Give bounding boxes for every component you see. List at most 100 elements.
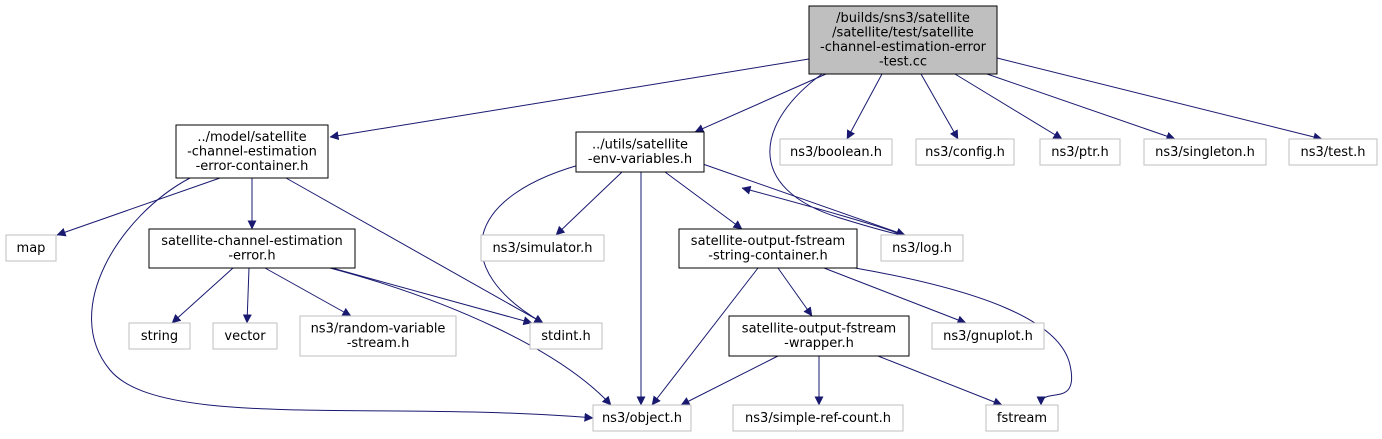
node-map: map xyxy=(5,234,57,262)
node-label-root-line-1: /satellite/test/satellite xyxy=(832,26,974,41)
node-string: string xyxy=(128,322,191,350)
edge-envvars-to-fsc xyxy=(664,171,743,230)
node-box-vector xyxy=(212,322,278,350)
edge-fsc-to-gnuplot xyxy=(823,267,967,325)
node-stdint: stdint.h xyxy=(529,322,603,350)
node-box-object xyxy=(592,404,692,432)
node-fstream: fstream xyxy=(985,404,1059,432)
node-label-ptr-line-0: ns3/ptr.h xyxy=(1051,145,1109,160)
node-box-rvs xyxy=(299,315,457,357)
node-label-rvs-line-0: ns3/random-variable xyxy=(311,322,446,337)
node-box-map xyxy=(5,234,57,262)
node-label-container-line-2: -error-container.h xyxy=(196,159,309,174)
node-label-stdint-line-0: stdint.h xyxy=(541,329,590,344)
edge-wrapper-to-object xyxy=(680,355,779,406)
nodes-layer: /builds/sns3/satellite/satellite/test/sa… xyxy=(5,5,1378,432)
node-label-simpleref-line-0: ns3/simple-ref-count.h xyxy=(745,411,891,426)
edges-layer xyxy=(56,57,1323,422)
node-wrapper[interactable]: satellite-output-fstream-wrapper.h xyxy=(728,315,910,357)
edge-container-to-object xyxy=(91,177,594,422)
node-box-config xyxy=(915,138,1015,166)
node-label-root-line-2: -channel-estimation-error xyxy=(820,40,987,55)
node-label-envvars-line-0: ../utils/satellite xyxy=(592,138,688,153)
node-ptr: ns3/ptr.h xyxy=(1039,138,1121,166)
node-label-map-line-0: map xyxy=(17,241,46,256)
edge-wrapper-to-fstream xyxy=(877,355,1003,407)
edge-cee-to-stdint xyxy=(331,267,533,326)
edge-root-to-singleton xyxy=(986,73,1176,141)
edge-root-to-ptr xyxy=(954,73,1063,140)
node-label-simulator-line-0: ns3/simulator.h xyxy=(492,241,592,256)
node-label-log-line-0: ns3/log.h xyxy=(892,241,952,256)
node-singleton: ns3/singleton.h xyxy=(1143,138,1267,166)
node-label-test-line-0: ns3/test.h xyxy=(1301,145,1366,160)
node-box-string xyxy=(128,322,191,350)
node-fsc[interactable]: satellite-output-fstream-string-containe… xyxy=(678,228,858,269)
node-simulator: ns3/simulator.h xyxy=(480,234,605,262)
node-label-fsc-line-0: satellite-output-fstream xyxy=(691,234,845,249)
node-label-fsc-line-1: -string-container.h xyxy=(708,249,827,264)
node-box-singleton xyxy=(1143,138,1267,166)
node-label-cee-line-1: -error.h xyxy=(228,249,275,264)
node-config: ns3/config.h xyxy=(915,138,1015,166)
node-box-log xyxy=(880,234,964,262)
node-box-gnuplot xyxy=(931,322,1045,350)
node-box-wrapper xyxy=(728,315,910,357)
node-label-singleton-line-0: ns3/singleton.h xyxy=(1155,145,1255,160)
edge-envvars-to-simulator xyxy=(555,171,623,236)
edge-container-to-map xyxy=(56,177,221,237)
node-simpleref: ns3/simple-ref-count.h xyxy=(732,404,904,432)
edge-cee-to-object xyxy=(329,267,612,406)
node-label-root-line-3: -test.cc xyxy=(879,55,927,70)
edge-cee-to-rvs xyxy=(264,267,352,317)
node-test: ns3/test.h xyxy=(1288,138,1378,166)
edge-fsc-to-object xyxy=(651,267,759,406)
node-box-test xyxy=(1288,138,1378,166)
node-label-wrapper-line-0: satellite-output-fstream xyxy=(742,322,896,337)
node-label-cee-line-0: satellite-channel-estimation xyxy=(161,234,343,249)
node-container[interactable]: ../model/satellite-channel-estimation-er… xyxy=(175,124,329,179)
edge-cee-to-string xyxy=(171,267,234,324)
node-rvs: ns3/random-variable-stream.h xyxy=(299,315,457,357)
edge-root-to-envvars xyxy=(694,73,827,133)
node-box-simulator xyxy=(480,234,605,262)
node-label-gnuplot-line-0: ns3/gnuplot.h xyxy=(943,329,1033,344)
node-box-simpleref xyxy=(732,404,904,432)
node-gnuplot: ns3/gnuplot.h xyxy=(931,322,1045,350)
node-label-rvs-line-1: -stream.h xyxy=(347,336,410,351)
edge-root-to-log xyxy=(741,73,900,235)
node-vector: vector xyxy=(212,322,278,350)
edge-container-to-stdint xyxy=(285,177,544,324)
node-boolean: ns3/boolean.h xyxy=(779,138,893,166)
node-label-envvars-line-1: -env-variables.h xyxy=(588,152,692,167)
edge-root-to-config xyxy=(920,73,959,140)
node-box-envvars xyxy=(575,131,705,173)
node-label-wrapper-line-1: -wrapper.h xyxy=(784,336,854,351)
node-label-container-line-1: -channel-estimation xyxy=(187,144,317,159)
node-root: /builds/sns3/satellite/satellite/test/sa… xyxy=(808,5,998,75)
node-label-boolean-line-0: ns3/boolean.h xyxy=(790,145,882,160)
node-box-ptr xyxy=(1039,138,1121,166)
node-box-cee xyxy=(148,228,356,269)
node-label-root-line-0: /builds/sns3/satellite xyxy=(836,11,970,26)
node-box-stdint xyxy=(529,322,603,350)
edge-cee-to-vector xyxy=(242,267,252,324)
edge-fsc-to-wrapper xyxy=(777,267,813,317)
edge-fsc-to-fstream xyxy=(854,267,1073,406)
node-box-fstream xyxy=(985,404,1059,432)
node-box-boolean xyxy=(779,138,893,166)
node-label-vector-line-0: vector xyxy=(224,329,266,344)
node-envvars[interactable]: ../utils/satellite-env-variables.h xyxy=(575,131,705,173)
node-box-root xyxy=(808,5,998,75)
node-label-config-line-0: ns3/config.h xyxy=(925,145,1005,160)
edge-root-to-boolean xyxy=(846,73,883,140)
edge-root-to-container xyxy=(329,58,810,141)
node-cee[interactable]: satellite-channel-estimation-error.h xyxy=(148,228,356,269)
node-label-fstream-line-0: fstream xyxy=(997,411,1047,426)
node-object: ns3/object.h xyxy=(592,404,692,432)
node-box-fsc xyxy=(678,228,858,269)
node-log: ns3/log.h xyxy=(880,234,964,262)
node-label-string-line-0: string xyxy=(141,329,178,344)
edge-root-to-test xyxy=(996,57,1323,142)
